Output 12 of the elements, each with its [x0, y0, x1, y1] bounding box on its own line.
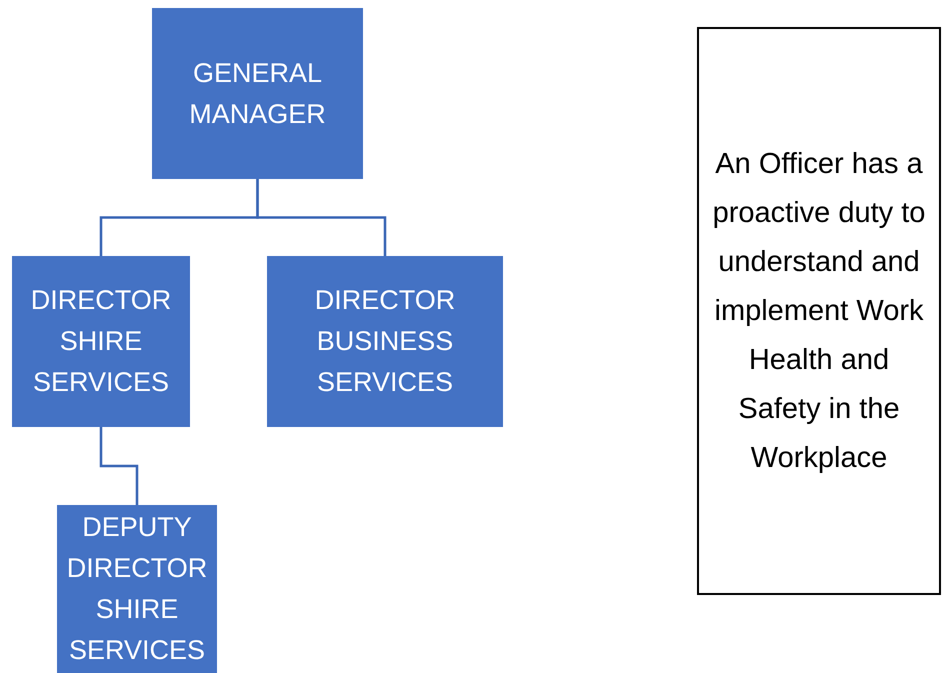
- manager-box: [152, 8, 363, 179]
- box-label: DIRECTOR BUSINESS SERVICES: [314, 284, 456, 399]
- deputy-box: [57, 505, 217, 673]
- box-label: DIRECTOR SHIRE SERVICES: [30, 284, 172, 399]
- box-label: An Officer has a proactive duty to understand and implement Work Health and Safety in the Workplace: [712, 146, 926, 476]
- box-label: GENERAL MANAGER: [188, 56, 327, 130]
- note-box: [697, 27, 941, 595]
- connector-line: [100, 427, 138, 505]
- director-box: [12, 256, 190, 427]
- connector-line: [256, 179, 386, 256]
- box-label: DEPUTY DIRECTOR SHIRE SERVICES: [66, 511, 208, 667]
- director-box: [267, 256, 503, 427]
